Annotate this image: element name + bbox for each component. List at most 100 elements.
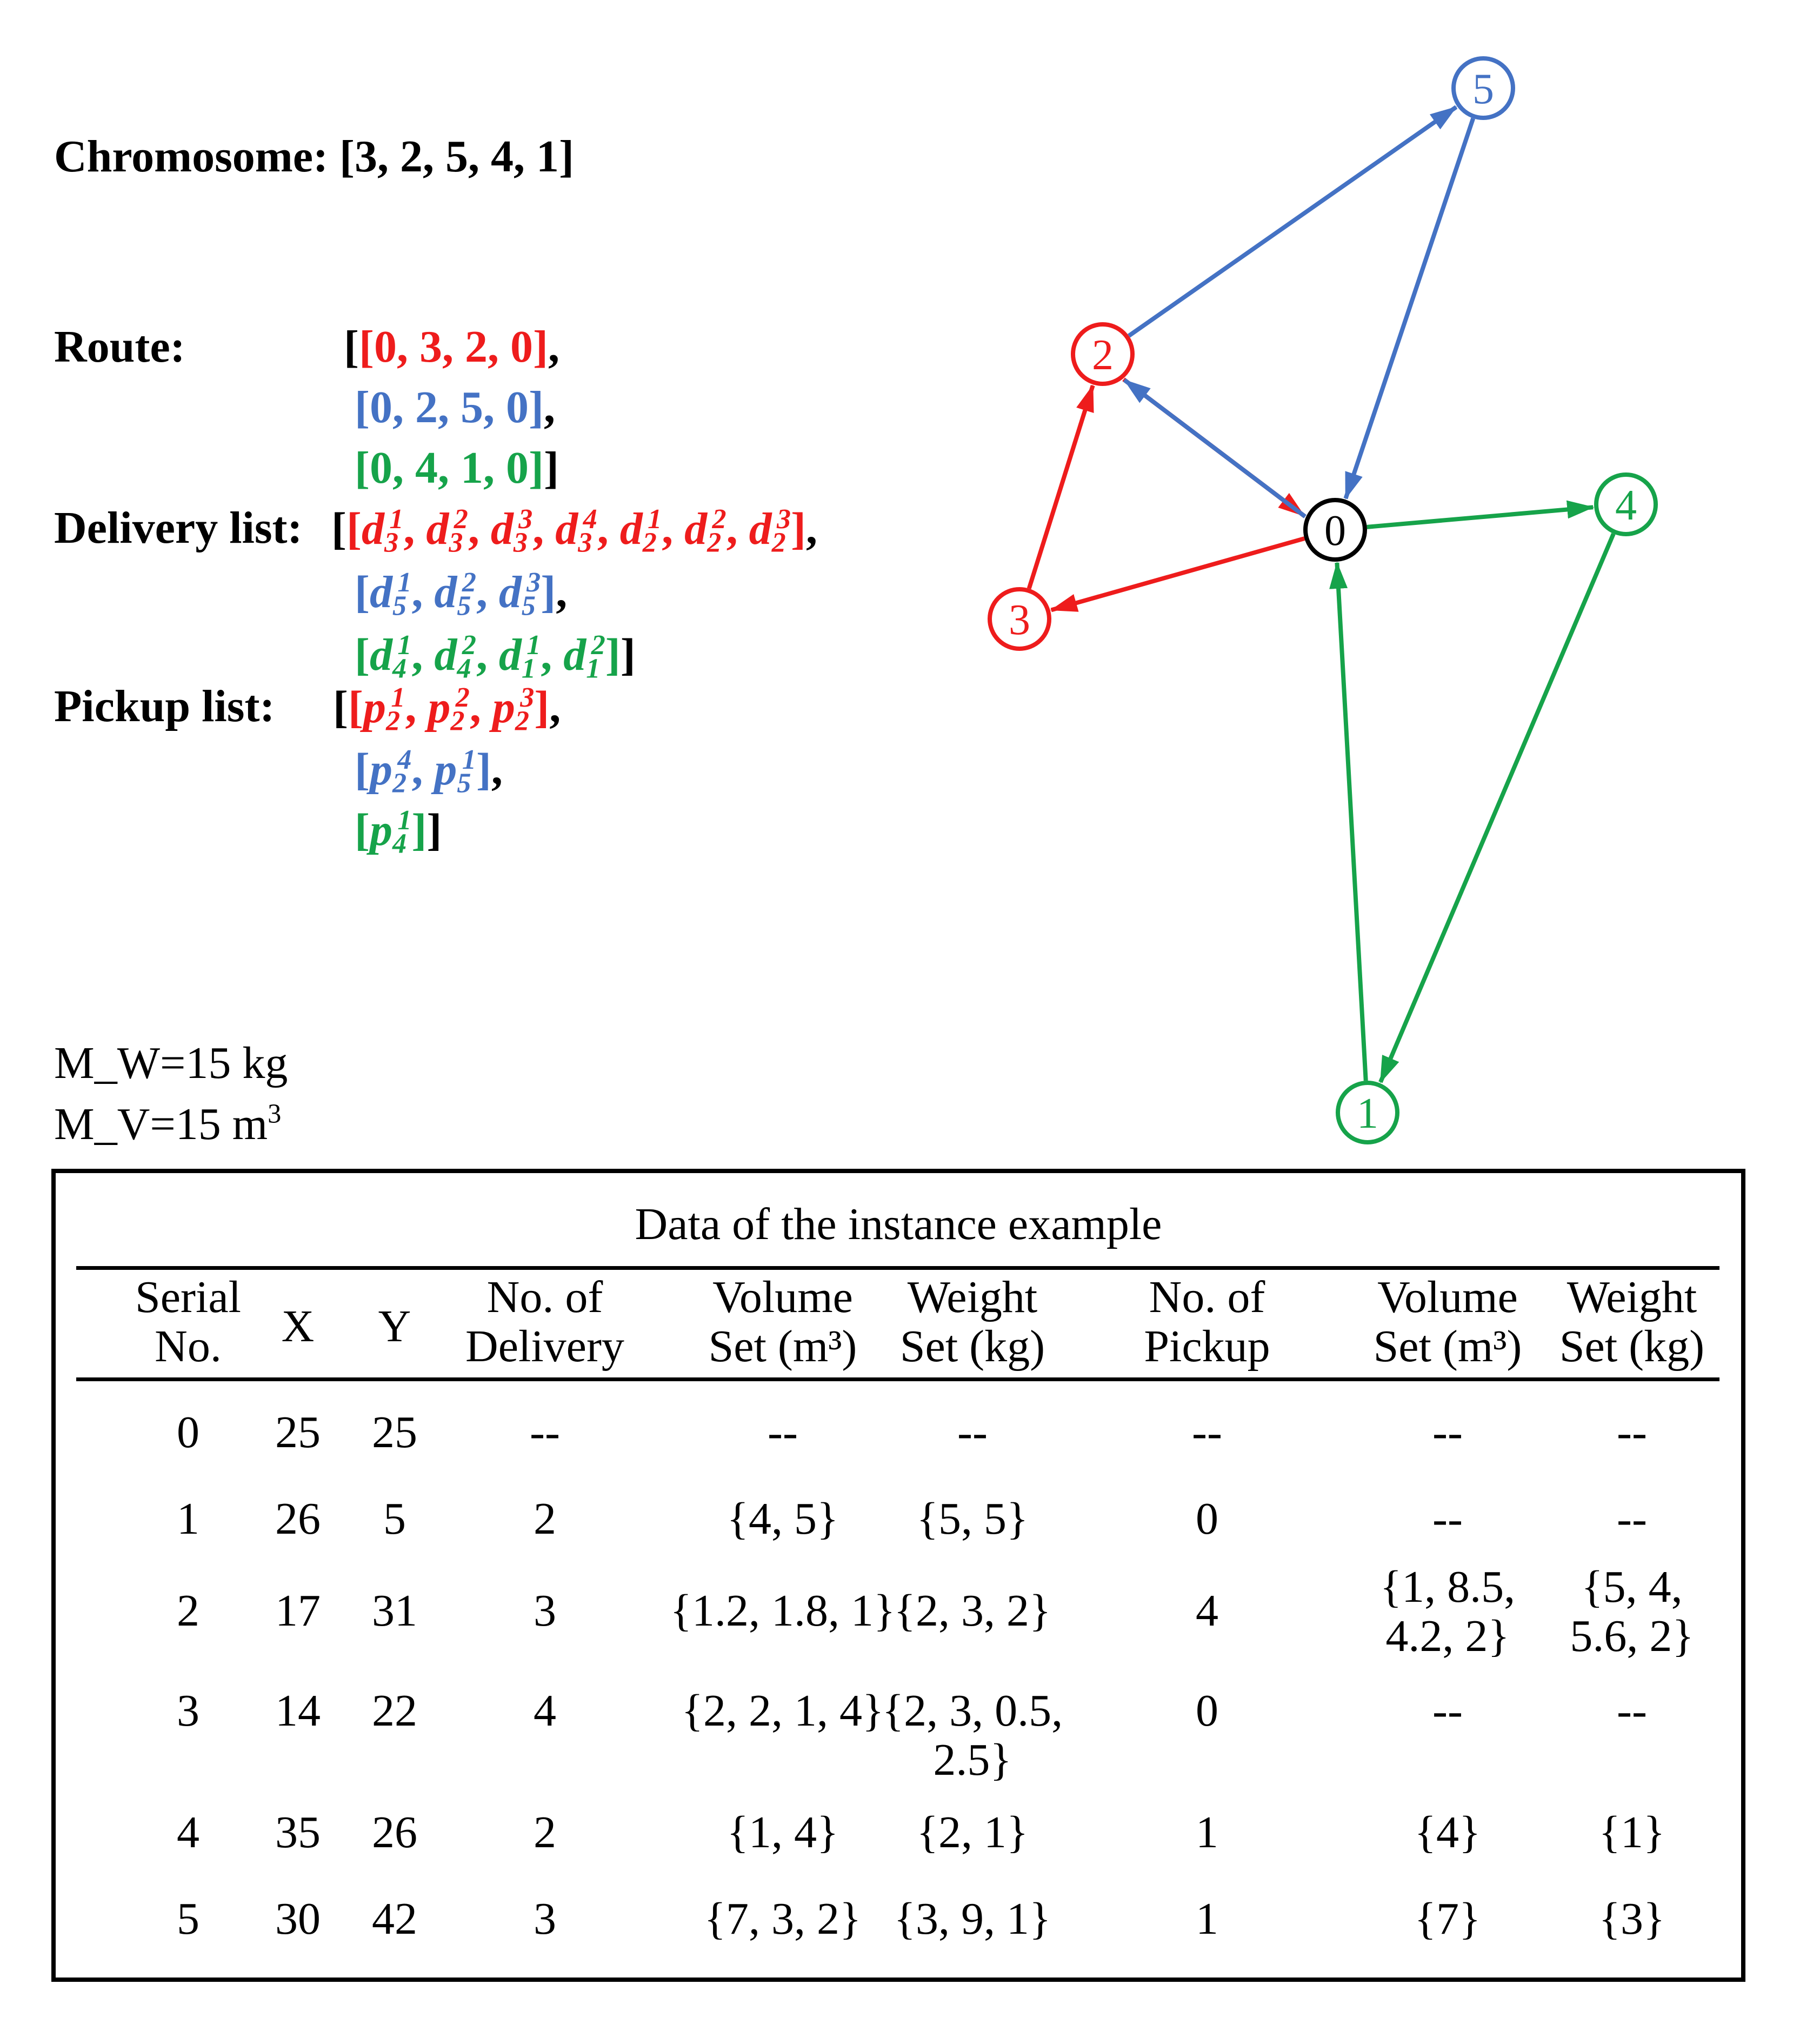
node-3: 3 [988, 587, 1051, 651]
node-label: 2 [1092, 331, 1114, 379]
table-cell: 17 [275, 1586, 321, 1636]
delivery-item: d11 [498, 629, 541, 684]
edge-2-to-5 [1128, 105, 1458, 338]
node-label: 0 [1324, 507, 1346, 555]
table-cell: {7, 3, 2} [704, 1894, 862, 1944]
delivery-item: d21 [619, 503, 662, 558]
table-cell: -- [1432, 1494, 1463, 1544]
delivery-item: d23 [749, 503, 791, 558]
table-cell: -- [1617, 1686, 1647, 1736]
route-label: Route: [54, 322, 185, 372]
table-cell: 22 [372, 1686, 417, 1736]
edge-3-to-2 [1027, 384, 1095, 589]
edge-0-to-3 [1050, 536, 1305, 612]
table-cell: 1 [1196, 1807, 1218, 1857]
delivery-item: d32 [426, 503, 468, 558]
table-cell: {4} [1414, 1807, 1481, 1857]
column-header: Y [378, 1301, 411, 1351]
table-cell: 2 [177, 1586, 199, 1636]
route-line-2: [0, 4, 1, 0]] [355, 443, 559, 493]
table-cell: 3 [534, 1586, 556, 1636]
table-cell: 4 [1196, 1586, 1218, 1636]
node-1: 1 [1336, 1081, 1399, 1144]
delivery-label: Delivery list: [54, 503, 303, 553]
table-cell: {1} [1598, 1807, 1665, 1857]
chromosome-value: [3, 2, 5, 4, 1] [339, 131, 574, 182]
table-cell: {1, 4} [726, 1807, 839, 1857]
table-cell: -- [957, 1407, 988, 1457]
delivery-item: d31 [361, 503, 404, 558]
table-cell: {5, 5} [916, 1494, 1029, 1544]
pickup-line-2: [p41]] [355, 804, 442, 860]
edge-4-to-1 [1378, 532, 1616, 1083]
table-cell: {7} [1414, 1894, 1481, 1944]
table-cell: -- [530, 1407, 560, 1457]
table-cell: 1 [177, 1494, 199, 1544]
table-cell: {5, 4,5.6, 2} [1570, 1562, 1694, 1661]
table-cell: 2 [534, 1494, 556, 1544]
route-text: [0, 3, 2, 0] [358, 322, 548, 372]
table-cell: -- [1192, 1407, 1222, 1457]
delivery-line-0: [[d31, d32, d33, d34, d21, d22, d23], [331, 503, 818, 558]
delivery-line-1: [d51, d52, d53], [355, 567, 568, 622]
table-cell: 42 [372, 1894, 417, 1944]
node-4: 4 [1594, 472, 1658, 536]
table-top-rule [76, 1266, 1719, 1270]
table-cell: {2, 3, 0.5,2.5} [882, 1686, 1063, 1785]
node-0: 0 [1303, 498, 1367, 562]
table-cell: {2, 2, 1, 4} [681, 1686, 884, 1736]
table-cell: 26 [372, 1807, 417, 1857]
table-cell: 0 [177, 1407, 199, 1457]
edge-0-to-4 [1367, 500, 1595, 529]
table-cell: 35 [275, 1807, 321, 1857]
pickup-label: Pickup list: [54, 681, 275, 731]
delivery-item: d52 [434, 567, 476, 622]
route-text: [0, 2, 5, 0] [355, 382, 544, 432]
node-5: 5 [1451, 56, 1515, 120]
table-cell: 5 [383, 1494, 406, 1544]
max-volume: M_V=15 m3 [54, 1098, 282, 1150]
table-cell: -- [768, 1407, 798, 1457]
pickup-line-0: [[p21, p22, p23], [333, 682, 561, 737]
table-cell: 25 [275, 1407, 321, 1457]
column-header: X [281, 1301, 315, 1351]
table-cell: -- [1432, 1686, 1463, 1736]
pickup-item: p24 [369, 744, 412, 799]
table-cell: 31 [372, 1586, 417, 1636]
pickup-item: p23 [492, 682, 535, 737]
edge-0-to-2 [1123, 378, 1307, 518]
pickup-item: p41 [369, 804, 412, 860]
node-label: 3 [1009, 596, 1030, 644]
delivery-line-2: [d41, d42, d11, d12]] [355, 629, 636, 684]
table-cell: {2, 3, 2} [894, 1586, 1051, 1636]
max-weight: M_W=15 kg [54, 1038, 288, 1088]
delivery-item: d22 [684, 503, 726, 558]
table-cell: 25 [372, 1407, 417, 1457]
route-graph: 0 1 2 3 4 5 [988, 56, 1658, 1144]
delivery-item: d42 [434, 629, 476, 684]
table-cell: 3 [177, 1686, 199, 1736]
edge-5-to-0 [1343, 117, 1476, 500]
pickup-line-1: [p24, p51], [355, 744, 503, 799]
pickup-item: p22 [428, 682, 470, 737]
delivery-item: d33 [490, 503, 533, 558]
table-cell: -- [1617, 1494, 1647, 1544]
delivery-item: d51 [369, 567, 412, 622]
edge-1-to-0 [1329, 561, 1368, 1081]
table-header-rule [76, 1377, 1719, 1381]
node-label: 1 [1357, 1090, 1378, 1137]
delivery-item: d53 [498, 567, 541, 622]
node-label: 4 [1615, 482, 1637, 529]
table-cell: {3, 9, 1} [894, 1894, 1051, 1944]
table-cell: 4 [177, 1807, 199, 1857]
table-cell: 0 [1196, 1686, 1218, 1736]
table-cell: -- [1617, 1407, 1647, 1457]
chromosome-label: Chromosome: [54, 131, 329, 182]
table-cell: 26 [275, 1494, 321, 1544]
